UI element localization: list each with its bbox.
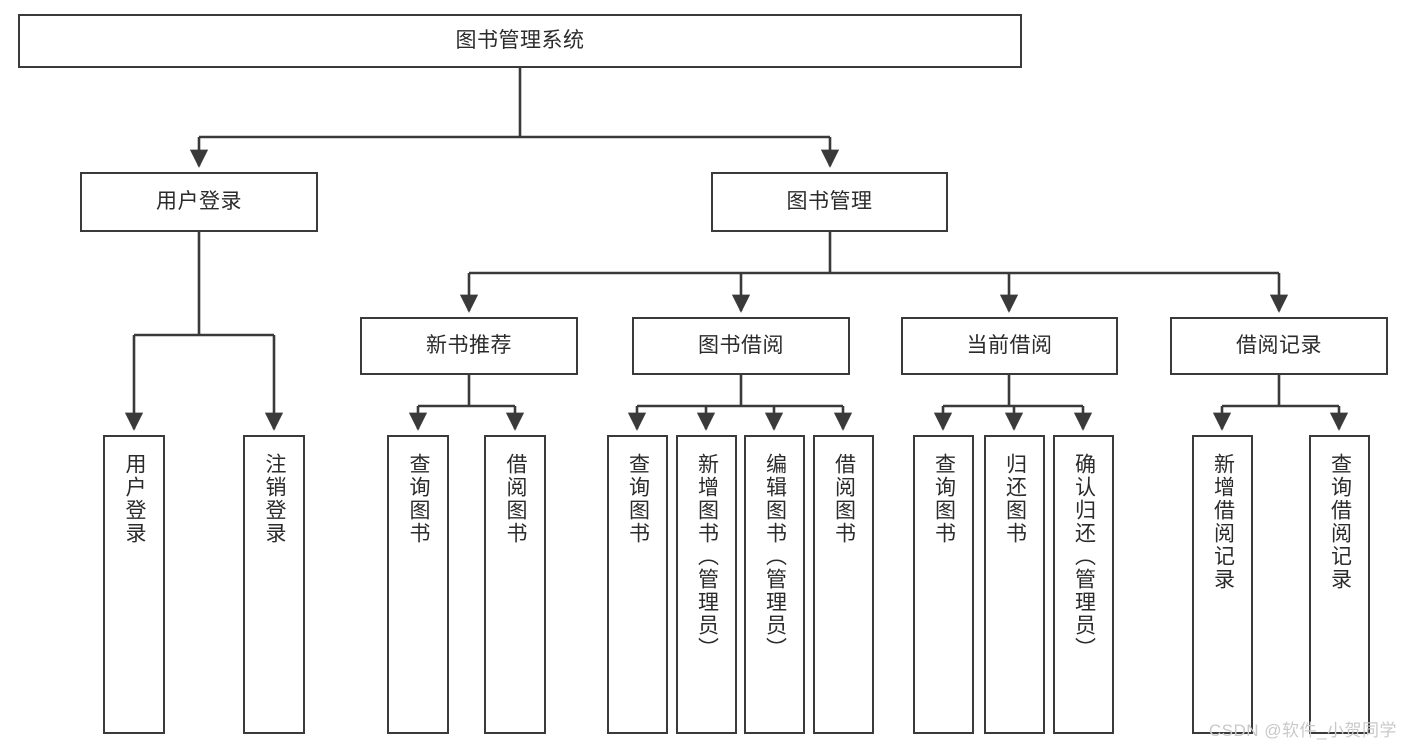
node-leaf-borrow-book-label: 借阅图书 <box>832 453 856 545</box>
node-leaf-query-book-rec-label: 查询图书 <box>407 453 431 545</box>
node-leaf-borrow-book-rec[interactable]: 借阅图书 <box>484 435 546 734</box>
watermark-text: CSDN @软件_小贺同学 <box>1208 721 1397 740</box>
node-user-login[interactable]: 用户登录 <box>80 172 318 232</box>
node-leaf-query-book-rec[interactable]: 查询图书 <box>387 435 449 734</box>
node-user-login-label: 用户登录 <box>156 189 242 213</box>
node-leaf-query-record-label: 查询借阅记录 <box>1328 453 1352 591</box>
node-root-label: 图书管理系统 <box>455 28 585 52</box>
node-leaf-query-book-borrow-label: 查询图书 <box>626 453 650 545</box>
node-leaf-confirm-return-label: 确认归还（管理员） <box>1072 453 1096 660</box>
node-current-borrow[interactable]: 当前借阅 <box>901 317 1118 375</box>
node-book-manage-label: 图书管理 <box>786 189 873 213</box>
node-leaf-add-book[interactable]: 新增图书（管理员） <box>676 435 737 734</box>
node-leaf-edit-book-label: 编辑图书（管理员） <box>763 453 787 660</box>
node-leaf-user-login-label: 用户登录 <box>123 453 147 545</box>
node-leaf-confirm-return[interactable]: 确认归还（管理员） <box>1053 435 1114 734</box>
node-leaf-add-book-label: 新增图书（管理员） <box>695 453 719 660</box>
node-leaf-user-login[interactable]: 用户登录 <box>103 435 165 734</box>
node-book-manage[interactable]: 图书管理 <box>711 172 948 232</box>
node-leaf-return-book[interactable]: 归还图书 <box>984 435 1045 734</box>
node-book-borrow[interactable]: 图书借阅 <box>632 317 850 375</box>
node-leaf-add-record-label: 新增借阅记录 <box>1211 453 1235 591</box>
node-leaf-add-record[interactable]: 新增借阅记录 <box>1192 435 1253 734</box>
node-borrow-record[interactable]: 借阅记录 <box>1170 317 1388 375</box>
node-leaf-borrow-book-rec-label: 借阅图书 <box>504 453 528 545</box>
node-leaf-return-book-label: 归还图书 <box>1003 453 1027 545</box>
node-leaf-query-book-cur[interactable]: 查询图书 <box>913 435 974 734</box>
node-leaf-query-record[interactable]: 查询借阅记录 <box>1309 435 1370 734</box>
node-leaf-query-book-cur-label: 查询图书 <box>932 453 956 545</box>
node-current-borrow-label: 当前借阅 <box>966 333 1053 357</box>
node-leaf-edit-book[interactable]: 编辑图书（管理员） <box>744 435 805 734</box>
node-borrow-record-label: 借阅记录 <box>1236 333 1322 357</box>
node-leaf-logout[interactable]: 注销登录 <box>243 435 305 734</box>
node-leaf-query-book-borrow[interactable]: 查询图书 <box>607 435 668 734</box>
node-new-book-recommend-label: 新书推荐 <box>426 333 512 357</box>
node-leaf-borrow-book[interactable]: 借阅图书 <box>813 435 874 734</box>
node-leaf-logout-label: 注销登录 <box>263 453 287 545</box>
node-book-borrow-label: 图书借阅 <box>698 333 784 357</box>
node-root[interactable]: 图书管理系统 <box>18 14 1022 68</box>
node-new-book-recommend[interactable]: 新书推荐 <box>360 317 578 375</box>
